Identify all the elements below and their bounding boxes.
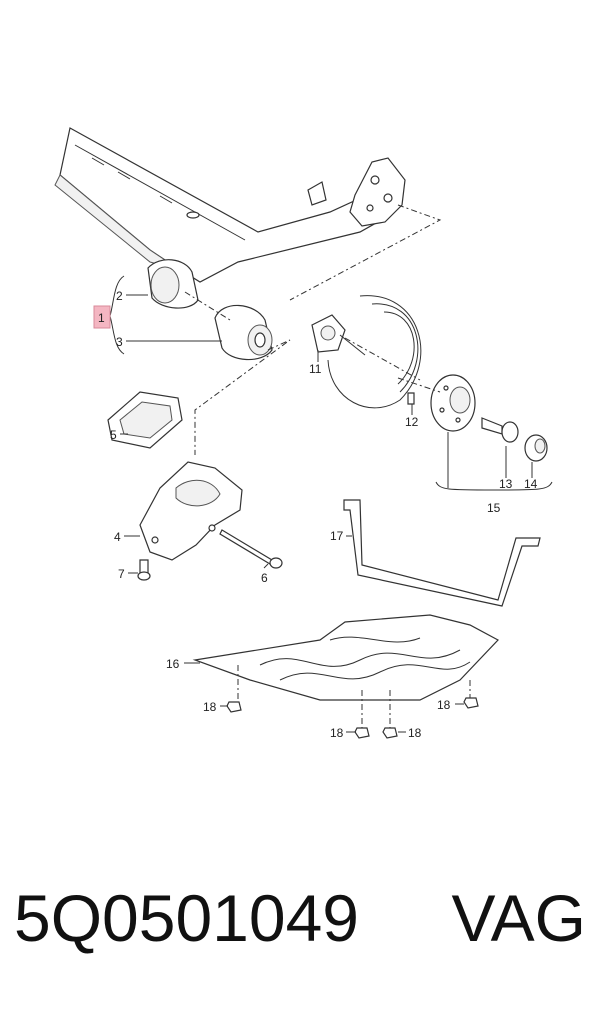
callout-4: 4 <box>114 530 121 544</box>
brand-name: VAG <box>451 881 586 955</box>
stub-axle <box>311 314 366 356</box>
callout-5: 5 <box>110 428 117 442</box>
exploded-parts-diagram: 1 2 3 5 4 7 6 11 12 13 14 15 17 16 18 18… <box>54 127 553 740</box>
callout-18-c: 18 <box>408 726 422 740</box>
callout-11: 11 <box>309 362 322 376</box>
footer: 5Q0501049 VAG <box>0 880 600 990</box>
callout-1-highlight <box>93 305 111 329</box>
damper-pad <box>107 391 183 449</box>
callout-18-d: 18 <box>437 698 451 712</box>
callout-2: 2 <box>116 289 123 303</box>
dust-cap <box>524 434 548 462</box>
rubber-bush <box>214 304 273 361</box>
callout-14: 14 <box>524 477 538 491</box>
callout-18-b: 18 <box>330 726 344 740</box>
underbody-shield <box>192 614 499 701</box>
short-bolt <box>137 559 151 581</box>
mounting-bracket <box>139 461 243 561</box>
support-bracket <box>343 499 541 607</box>
nut-18d <box>463 697 479 709</box>
callout-15: 15 <box>487 501 501 515</box>
callout-7: 7 <box>118 567 125 581</box>
callout-17: 17 <box>330 529 344 543</box>
rear-axle-beam <box>54 127 393 283</box>
callout-6: 6 <box>261 571 268 585</box>
nut-18a <box>226 701 242 713</box>
callout-1: 1 <box>98 311 105 325</box>
callout-12: 12 <box>405 415 419 429</box>
callout-16: 16 <box>166 657 180 671</box>
callout-3: 3 <box>116 335 123 349</box>
part-number: 5Q0501049 <box>14 881 359 955</box>
hub-bolt <box>481 417 519 443</box>
long-bolt <box>219 529 283 569</box>
callout-18-a: 18 <box>203 700 217 714</box>
callout-13: 13 <box>499 477 513 491</box>
wheel-hub <box>430 374 476 432</box>
nut-18b <box>354 727 370 739</box>
bolt-12 <box>407 392 415 405</box>
assembly-lines <box>184 204 471 728</box>
brake-backing-plate <box>327 295 422 409</box>
axle-mount-bracket <box>307 157 406 227</box>
beam-bush-housing <box>147 259 199 309</box>
nut-18c <box>382 727 398 739</box>
